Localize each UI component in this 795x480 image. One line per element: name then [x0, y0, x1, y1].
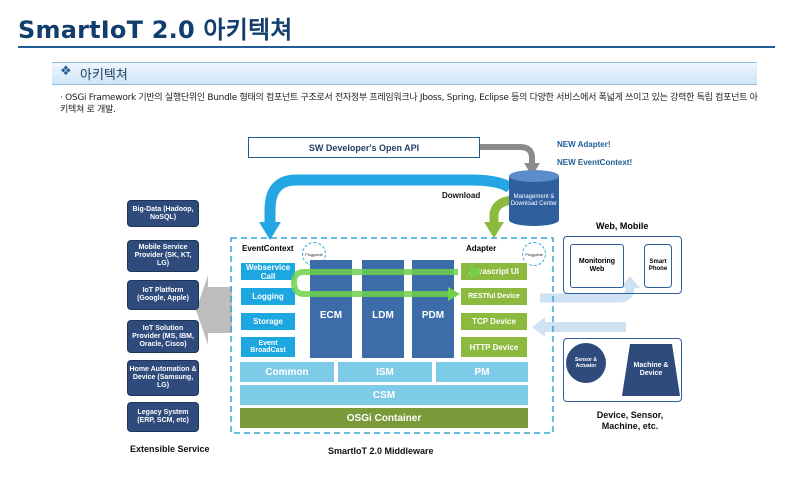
description-text: · OSGi Framework 기반의 실행단위인 Bundle 형태의 컴포… [60, 93, 758, 115]
adapter-restful-device: RESTful Device [460, 287, 528, 306]
layer-osgi-container: OSGi Container [240, 408, 528, 428]
service-mobile-provider: Mobile Service Provider (SK, KT, LG) [127, 240, 199, 272]
eventcontext-title: EventContext [242, 244, 294, 253]
extensible-service-caption: Extensible Service [130, 444, 210, 454]
machine-device-label: Machine & Device [633, 362, 669, 377]
layer-ism: ISM [338, 362, 432, 382]
web-mobile-frame [563, 236, 682, 294]
eventcontext-storage: Storage [240, 312, 296, 331]
web-mobile-title: Web, Mobile [596, 221, 649, 231]
management-center-cylinder [509, 170, 559, 226]
monitoring-web-box: Monitoring Web [570, 244, 624, 288]
middleware-boundary [230, 237, 554, 434]
adapter-javascript-ui: Javascript UI [460, 262, 528, 281]
layer-common: Common [240, 362, 334, 382]
adapter-arrow-head [484, 222, 504, 238]
service-iot-platform: IoT Platform (Google, Apple) [127, 280, 199, 310]
sensor-actuator-circle: Sensor & Actuator [566, 343, 606, 383]
service-home-automation: Home Automation & Device (Samsung, LG) [127, 360, 199, 396]
section-header-bar [52, 62, 757, 85]
download-label: Download [442, 191, 481, 200]
adapter-tcp-device: TCP Device [460, 312, 528, 331]
service-bigdata: Big-Data (Hadoop, NoSQL) [127, 200, 199, 227]
smart-phone-box: Smart Phone [644, 244, 672, 288]
page-title: SmartIoT 2.0 아키텍쳐 [18, 16, 293, 44]
big-left-arrow [196, 270, 232, 350]
column-ldm: LDM [362, 260, 404, 358]
section-bullet-icon: ❖ [60, 64, 72, 79]
devices-caption: Device, Sensor, Machine, etc. [596, 410, 664, 431]
devices-frame [563, 338, 682, 402]
service-iot-solution: IoT Solution Provider (MS, IBM, Oracle, … [127, 320, 199, 353]
middleware-caption: SmartIoT 2.0 Middleware [328, 446, 434, 456]
title-divider [18, 46, 775, 48]
api-arrow-head [524, 163, 540, 176]
adapter-http-device: HTTP Device [460, 336, 528, 358]
management-center-label: Management & Download Center [510, 194, 558, 207]
eventcontext-webservice: Webservice Call [240, 262, 296, 281]
eventcontext-logging: Logging [240, 287, 296, 306]
adapter-title: Adapter [466, 244, 497, 253]
new-adapter-label: NEW Adapter! [557, 140, 611, 149]
layer-pm: PM [436, 362, 528, 382]
download-curve-arrow [264, 174, 514, 226]
layer-csm: CSM [240, 385, 528, 405]
eventcontext-broadcast: Event BroadCast [240, 336, 296, 358]
open-api-box: SW Developer's Open API [248, 137, 480, 158]
column-ecm: ECM [310, 260, 352, 358]
section-title: 아키텍쳐 [80, 68, 128, 83]
download-arrow-head [259, 222, 281, 240]
column-pdm: PDM [412, 260, 454, 358]
machine-device-shape [622, 344, 680, 396]
new-eventcontext-label: NEW EventContext! [557, 158, 633, 167]
service-legacy: Legacy System (ERP, SCM, etc) [127, 402, 199, 432]
